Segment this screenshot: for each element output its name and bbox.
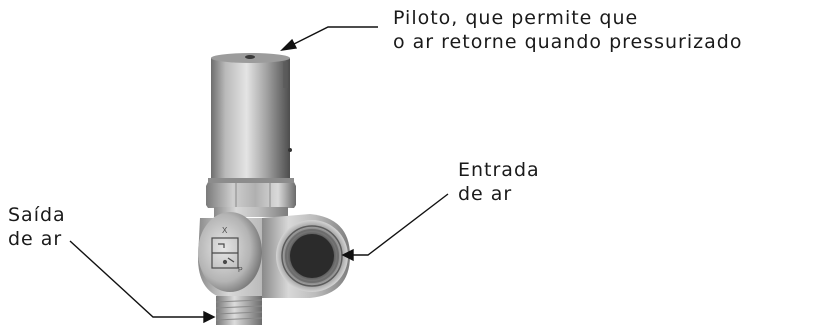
outlet-label: Saída de ar <box>8 203 66 251</box>
pilot-label-line2: o ar retorne quando pressurizado <box>393 31 743 53</box>
outlet-callout-arrow <box>69 240 216 324</box>
pilot-label: Piloto, que permite que o ar retorne qua… <box>393 6 742 54</box>
inlet-callout-arrow <box>341 193 449 262</box>
pilot-cylinder <box>211 53 292 180</box>
pilot-callout-arrow <box>280 26 378 51</box>
pilot-label-line1: Piloto, que permite que <box>393 7 639 29</box>
pneumatic-symbol <box>211 237 239 269</box>
hex-nut <box>206 178 296 208</box>
valve-neck <box>214 207 288 217</box>
inlet-label-line2: de ar <box>458 183 513 205</box>
port-mark-right: P <box>238 267 243 274</box>
outlet-thread <box>215 296 263 325</box>
outlet-label-line2: de ar <box>8 228 63 250</box>
inlet-label-line1: Entrada <box>458 159 540 181</box>
port-mark-top: X <box>222 226 228 235</box>
inlet-label: Entrada de ar <box>458 158 540 206</box>
outlet-label-line1: Saída <box>8 204 66 226</box>
inlet-port <box>262 214 350 298</box>
